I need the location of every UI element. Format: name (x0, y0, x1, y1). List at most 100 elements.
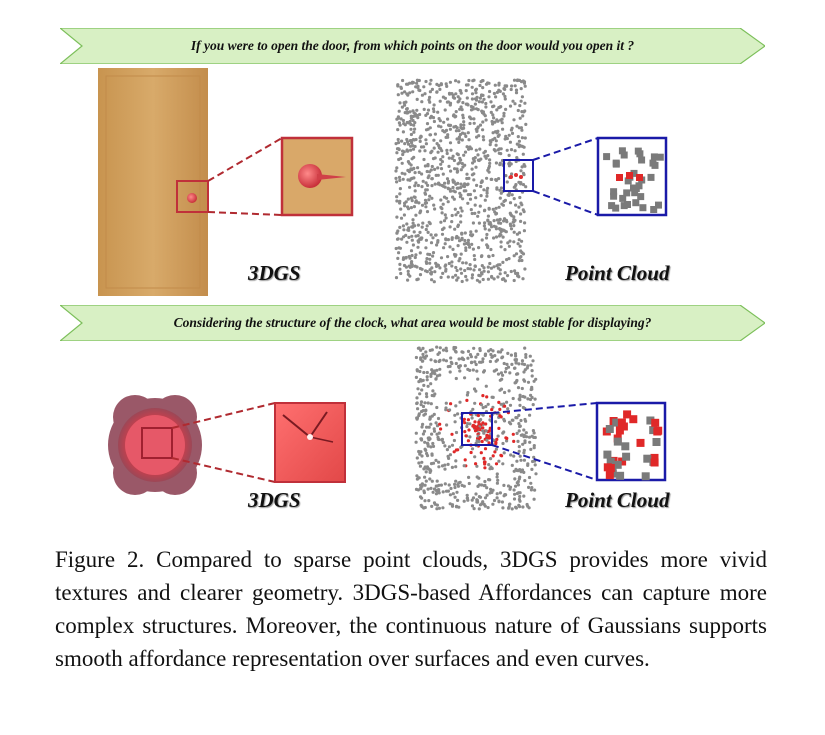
point (472, 507, 476, 511)
point (429, 358, 433, 362)
point (501, 127, 505, 131)
point (533, 488, 537, 492)
point (406, 197, 410, 201)
point (518, 244, 522, 248)
point (500, 121, 504, 125)
point (459, 220, 463, 224)
point (443, 130, 447, 134)
point (411, 221, 415, 225)
point (470, 92, 475, 96)
point (521, 394, 525, 399)
point (412, 155, 416, 159)
point (474, 389, 478, 393)
point (443, 181, 447, 185)
point (465, 145, 469, 149)
point (469, 108, 474, 112)
point (476, 484, 480, 488)
point (514, 203, 518, 207)
point (475, 498, 479, 502)
clock-pointcloud-image (414, 345, 667, 511)
point (439, 147, 443, 151)
point (474, 148, 478, 152)
point (439, 427, 443, 431)
point (481, 406, 485, 410)
point (490, 490, 494, 494)
point (455, 137, 459, 141)
point (457, 140, 461, 144)
point (417, 170, 421, 174)
point (524, 122, 528, 126)
point (518, 393, 522, 397)
point (486, 506, 490, 510)
point (478, 204, 482, 208)
point (422, 370, 426, 375)
point (409, 196, 413, 200)
point (402, 101, 406, 105)
point (410, 199, 414, 203)
point (397, 175, 402, 179)
clock-pointcloud-panel: Point Cloud (410, 345, 700, 525)
point (481, 93, 485, 97)
point (515, 431, 519, 435)
point (401, 224, 405, 228)
point (473, 264, 477, 268)
point (488, 359, 492, 364)
point (484, 118, 488, 122)
point (429, 445, 433, 449)
point (432, 427, 436, 431)
point (494, 420, 498, 424)
point (485, 176, 489, 180)
point (447, 164, 451, 168)
point (501, 235, 505, 239)
point (481, 277, 485, 282)
point (499, 402, 503, 406)
point (473, 203, 477, 207)
point (397, 157, 401, 162)
point (518, 424, 522, 428)
point (438, 119, 442, 123)
point (448, 453, 452, 457)
point (397, 109, 401, 113)
point (483, 221, 487, 225)
point (514, 88, 519, 92)
point (421, 352, 425, 356)
point (446, 117, 450, 121)
point (447, 445, 451, 449)
point (457, 80, 461, 84)
zoom-point (626, 172, 633, 179)
point (459, 267, 463, 271)
point (424, 238, 428, 242)
point (441, 490, 445, 494)
point (502, 494, 506, 498)
point (427, 425, 431, 429)
point (471, 368, 475, 372)
point (436, 182, 440, 186)
point (477, 221, 481, 225)
point (520, 239, 524, 243)
point (400, 139, 404, 143)
point (498, 407, 502, 411)
point (411, 144, 415, 148)
point (495, 108, 499, 112)
point (503, 198, 507, 202)
point (511, 418, 515, 422)
point (403, 204, 407, 208)
point (464, 83, 469, 87)
point (446, 454, 450, 458)
point (483, 353, 487, 358)
point (453, 413, 457, 417)
point (429, 486, 433, 490)
point (424, 142, 428, 146)
point (467, 481, 471, 486)
point (508, 403, 513, 407)
point (472, 268, 476, 272)
point (435, 507, 439, 511)
point (425, 375, 429, 379)
point (481, 426, 485, 430)
point (463, 376, 467, 380)
point (421, 432, 425, 436)
point (400, 105, 404, 109)
point (406, 160, 410, 164)
point (405, 222, 409, 226)
point (432, 119, 436, 124)
